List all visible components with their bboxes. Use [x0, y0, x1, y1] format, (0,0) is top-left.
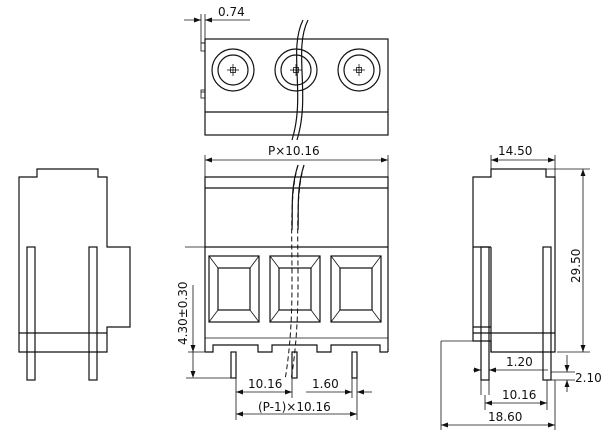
- wire-opening-3: [330, 255, 382, 323]
- dim-height: 29.50: [569, 249, 583, 283]
- screw-head-3: [337, 48, 381, 92]
- screw-head-2: [274, 48, 318, 92]
- dim-pin-position: 4.30±0.30: [176, 282, 190, 346]
- dim-pitch-total: P×10.16: [268, 144, 320, 158]
- top-view: 0.74: [184, 5, 389, 141]
- front-view: P×10.16 4.30±0.30 10.16 1.60 (P-1)×10.16: [176, 144, 389, 420]
- dim-pin-tail: 2.10: [575, 371, 602, 385]
- dim-side-width: 14.50: [498, 144, 532, 158]
- dim-pin-width: 1.60: [312, 377, 339, 391]
- dim-pitch-span: (P-1)×10.16: [258, 400, 331, 414]
- dim-pitch: 10.16: [248, 377, 282, 391]
- dim-pin-pitch-side: 10.16: [502, 388, 536, 402]
- dim-pin-thickness: 1.20: [506, 355, 533, 369]
- left-side-view: [18, 168, 131, 381]
- dim-tab-offset: 0.74: [218, 5, 245, 19]
- wire-opening-1: [208, 255, 260, 323]
- dim-body-depth: 18.60: [488, 410, 522, 424]
- right-side-view: 14.50 29.50 1.20 2.10 10.16: [440, 144, 602, 430]
- wire-opening-2: [269, 255, 321, 323]
- screw-head-1: [211, 48, 255, 92]
